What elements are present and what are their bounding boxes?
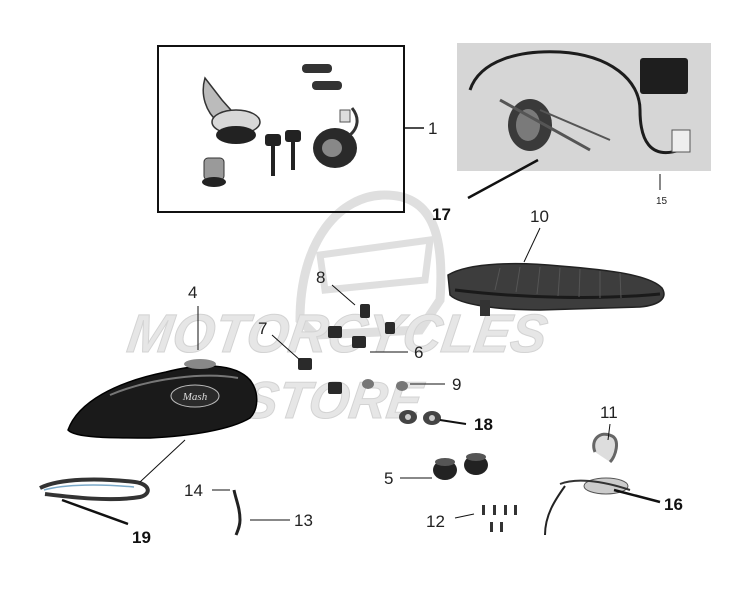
leader-7 [271,334,301,361]
callout-18: 18 [474,415,493,434]
callout-10: 10 [530,207,549,226]
callout-5: 5 [384,469,393,488]
helmet-watermark-icon [295,190,446,340]
callout-8: 8 [316,268,325,287]
watermark-line-2: STORE [240,372,428,430]
leader-16 [613,488,661,504]
callout-9: 9 [452,375,461,394]
fuel-cap-part [202,76,261,144]
callout-1: 1 [428,119,437,138]
keys-part [265,130,301,176]
lock-set-frame [157,45,405,213]
callout-labels: 1 4 5 6 7 8 9 10 11 12 13 14 15 16 17 18… [132,119,683,547]
callout-14: 14 [184,481,203,500]
callout-13: 13 [294,511,313,530]
breather-tube-part [212,489,290,536]
callout-15: 15 [656,196,668,207]
lock-set-group [157,45,424,213]
callout-19: 19 [132,528,151,547]
tank-logo-badge [170,384,220,408]
leader-18 [439,419,467,425]
small-hardware [298,304,441,425]
callout-7: 7 [258,319,267,338]
callout-6: 6 [414,343,423,362]
screws-part [454,505,517,532]
tank-logo: Mash [182,391,208,403]
leader-12 [454,513,475,519]
fuel-tank-part: Mash [67,306,258,439]
leader-19 [61,498,129,526]
grommets-part [400,453,488,480]
seat-part [447,227,665,316]
leader-10 [523,227,541,263]
fuel-sender-photo [457,43,711,200]
bolts-part [302,64,342,90]
leader-hose-tank [139,439,186,483]
leader-17 [467,158,539,200]
callout-11: 11 [600,403,618,422]
fuel-hose-part [39,439,186,526]
ignition-switch-part [313,107,359,168]
watermark: MOTORCYCLES STORE [123,190,552,430]
leader-11 [607,423,611,441]
hardware-leaders [271,284,467,425]
callout-4: 4 [188,283,197,302]
leader-8 [331,284,356,306]
lock-cylinder-part [202,157,226,187]
callout-17: 17 [432,205,451,224]
callout-12: 12 [426,512,445,531]
callout-16: 16 [664,495,683,514]
fuel-tap-part [544,423,661,536]
